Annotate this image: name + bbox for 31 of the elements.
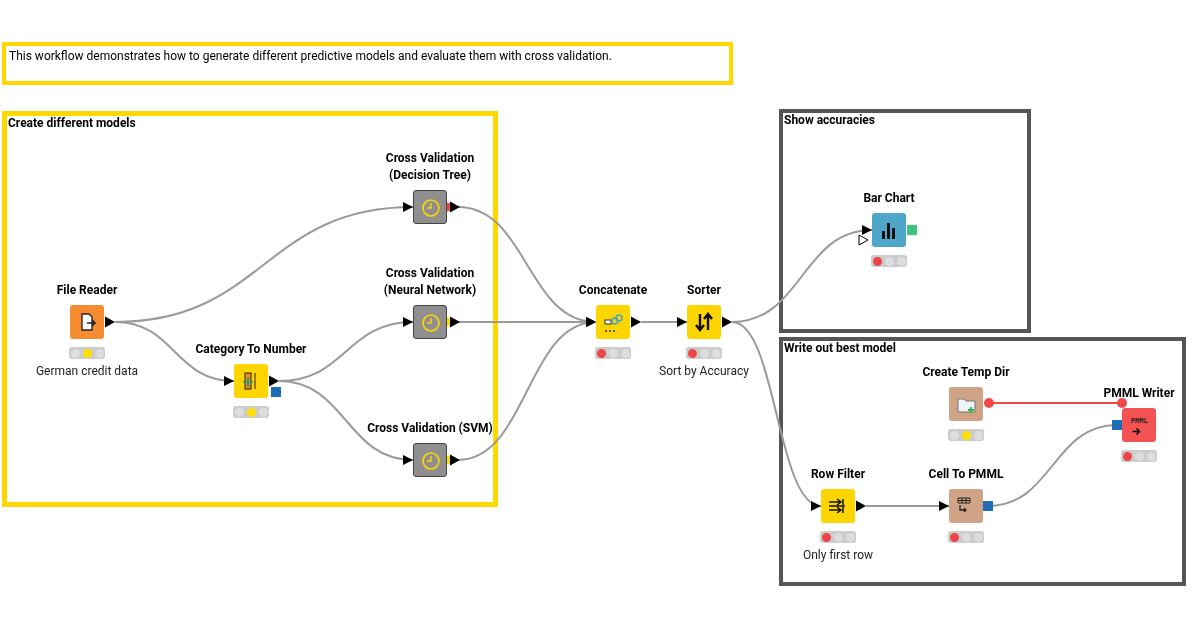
node-title: File Reader: [56, 282, 118, 299]
connection-line: [457, 318, 597, 461]
group-heading: Show accuracies: [784, 113, 876, 127]
node-title: Cross Validation (Neural Network): [382, 265, 478, 299]
node-title: Cross Validation (SVM): [367, 420, 493, 437]
node-title: Category To Number: [195, 341, 307, 358]
group-heading: Write out best model: [784, 341, 897, 355]
node-note: Only first row: [802, 548, 874, 562]
connection-line: [731, 321, 822, 508]
node-title: Bar Chart: [863, 190, 915, 207]
node-title: Concatenate: [578, 282, 648, 299]
annotation-frame: [779, 337, 1186, 586]
node-title: PMML Writer: [1103, 385, 1175, 402]
connection-line: [114, 321, 235, 386]
node-note: Sort by Accuracy: [659, 364, 749, 378]
connection-line: [640, 317, 688, 327]
connection-line: [982, 419, 1123, 512]
annotation-frame: [2, 111, 498, 507]
connection-line: [984, 398, 1127, 408]
annotation-frame: [779, 109, 1031, 333]
node-note: German credit data: [35, 364, 139, 378]
node-title: Cell To PMML: [928, 466, 1004, 483]
annotation-frame: [2, 42, 733, 85]
node-title: Create Temp Dir: [922, 364, 1010, 381]
annotation-text: This workflow demonstrates how to generate different predictive models and evaluate them with cross validation.: [9, 49, 612, 63]
node-title: Cross Validation (Decision Tree): [384, 150, 476, 184]
connection-line: [278, 380, 414, 464]
group-heading: Create different models: [8, 116, 136, 130]
connection-line: [865, 501, 950, 511]
node-title: Sorter: [687, 282, 721, 299]
node-title: Row Filter: [810, 466, 866, 483]
